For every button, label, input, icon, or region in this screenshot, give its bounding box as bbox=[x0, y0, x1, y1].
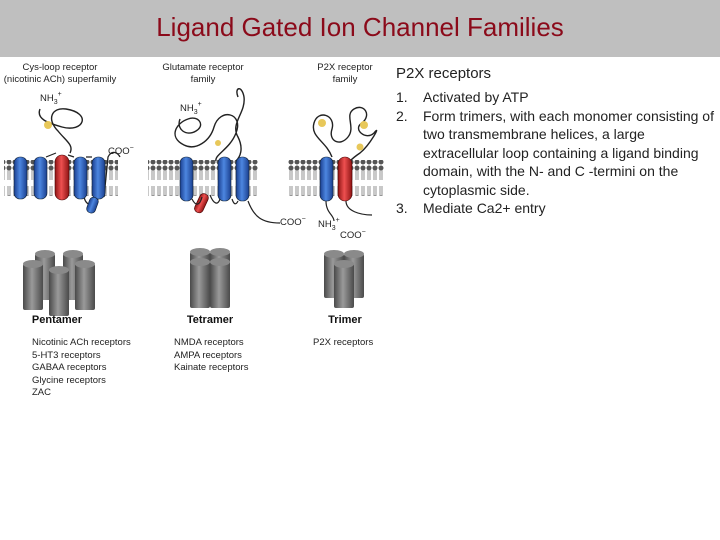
label-trimer: Trimer bbox=[328, 314, 362, 326]
helix-m1 bbox=[13, 156, 28, 200]
list-item: Glycine receptors bbox=[32, 374, 106, 386]
title-bar bbox=[0, 0, 720, 57]
column-header-cys-loop: Cys-loop receptor (nicotinic ACh) superf… bbox=[4, 62, 117, 85]
membrane-bilayer-right bbox=[288, 160, 384, 196]
column-header-p2x: P2X receptor family bbox=[317, 62, 372, 85]
pentamer-receptor-list: Nicotinic ACh receptors 5-HT3 receptors … bbox=[32, 337, 131, 400]
helix-m2 bbox=[33, 156, 48, 200]
list-item: Kainate receptors bbox=[174, 362, 249, 373]
helix-pore-lining bbox=[54, 154, 70, 201]
list-item: Nicotinic ACh receptors bbox=[32, 337, 131, 348]
nh3-label-right: NH3+ bbox=[318, 217, 340, 232]
list-item: 3. Mediate Ca2+ entry bbox=[396, 199, 716, 218]
trimer-channel bbox=[324, 250, 364, 308]
header-p2x-line1: P2X receptor bbox=[317, 62, 372, 73]
coo-label-middle: COO− bbox=[280, 216, 306, 228]
item-text: Form trimers, with each monomer consisti… bbox=[423, 107, 714, 198]
p2x-description-panel: P2X receptors 1. Activated by ATP 2. For… bbox=[396, 65, 716, 218]
nh3-label-left: NH3+ bbox=[40, 91, 62, 106]
helix-m3 bbox=[73, 156, 88, 200]
header-cys-loop-line1: Cys-loop receptor bbox=[23, 62, 98, 73]
ion-channel-figure: Cys-loop receptor (nicotinic ACh) superf… bbox=[4, 62, 384, 326]
header-glutamate-line1: Glutamate receptor bbox=[162, 62, 243, 73]
slide-title: Ligand Gated Ion Channel Families bbox=[156, 12, 564, 42]
tetramer-receptor-list: NMDA receptors AMPA receptors Kainate re… bbox=[174, 337, 248, 375]
list-item: 1. Activated by ATP bbox=[396, 88, 716, 107]
item-text: Mediate Ca2+ entry bbox=[423, 200, 546, 216]
header-cys-loop-line2: (nicotinic ACh) superfamily bbox=[4, 74, 117, 85]
list-item: 5-HT3 receptors bbox=[32, 349, 101, 361]
pentamer-channel bbox=[23, 250, 95, 316]
label-tetramer: Tetramer bbox=[187, 314, 234, 326]
ligand-binding-site bbox=[44, 121, 52, 129]
helix-tm1-p2x bbox=[319, 156, 334, 202]
atp-binding-site-2 bbox=[360, 121, 368, 129]
header-glutamate-line2: family bbox=[191, 74, 216, 85]
column-header-glutamate: Glutamate receptor family bbox=[162, 62, 243, 85]
atp-binding-site-1 bbox=[318, 119, 326, 127]
atp-binding-site-3 bbox=[356, 143, 364, 151]
cys-loop-receptor-diagram: NH3+ COO− bbox=[13, 91, 134, 214]
glutamate-receptor-diagram: NH3+ COO− bbox=[174, 88, 306, 228]
helix-p-loop bbox=[194, 193, 209, 214]
helix-tm2-p2x bbox=[337, 156, 353, 202]
ligand-binding-site-glutamate bbox=[215, 140, 221, 146]
helix-m4 bbox=[91, 156, 106, 200]
panel-heading: P2X receptors bbox=[396, 65, 492, 82]
coo-label-left: COO− bbox=[108, 145, 134, 157]
tetramer-channel bbox=[190, 248, 230, 308]
p2x-receptor-diagram: NH3+ COO− bbox=[312, 106, 378, 241]
list-item: NMDA receptors bbox=[174, 337, 244, 348]
nh3-label-middle: NH3+ bbox=[180, 101, 202, 116]
list-item: P2X receptors bbox=[313, 337, 374, 348]
label-pentamer: Pentamer bbox=[32, 314, 83, 326]
helix-m1-glutamate bbox=[179, 156, 194, 202]
helix-m4-glutamate bbox=[235, 156, 250, 202]
list-item: AMPA receptors bbox=[174, 349, 242, 361]
item-number: 1. bbox=[396, 89, 408, 105]
list-item: GABAA receptors bbox=[32, 362, 107, 373]
item-number: 3. bbox=[396, 200, 408, 216]
item-text: Activated by ATP bbox=[423, 89, 529, 105]
helix-intracellular bbox=[86, 196, 99, 214]
trimer-receptor-list: P2X receptors bbox=[313, 337, 373, 350]
header-p2x-line2: family bbox=[333, 74, 358, 85]
list-item: 2. Form trimers, with each monomer consi… bbox=[396, 107, 716, 200]
list-item: ZAC bbox=[32, 387, 51, 398]
helix-m3-glutamate bbox=[217, 156, 232, 202]
coo-label-right: COO− bbox=[340, 229, 366, 241]
item-number: 2. bbox=[396, 107, 408, 124]
